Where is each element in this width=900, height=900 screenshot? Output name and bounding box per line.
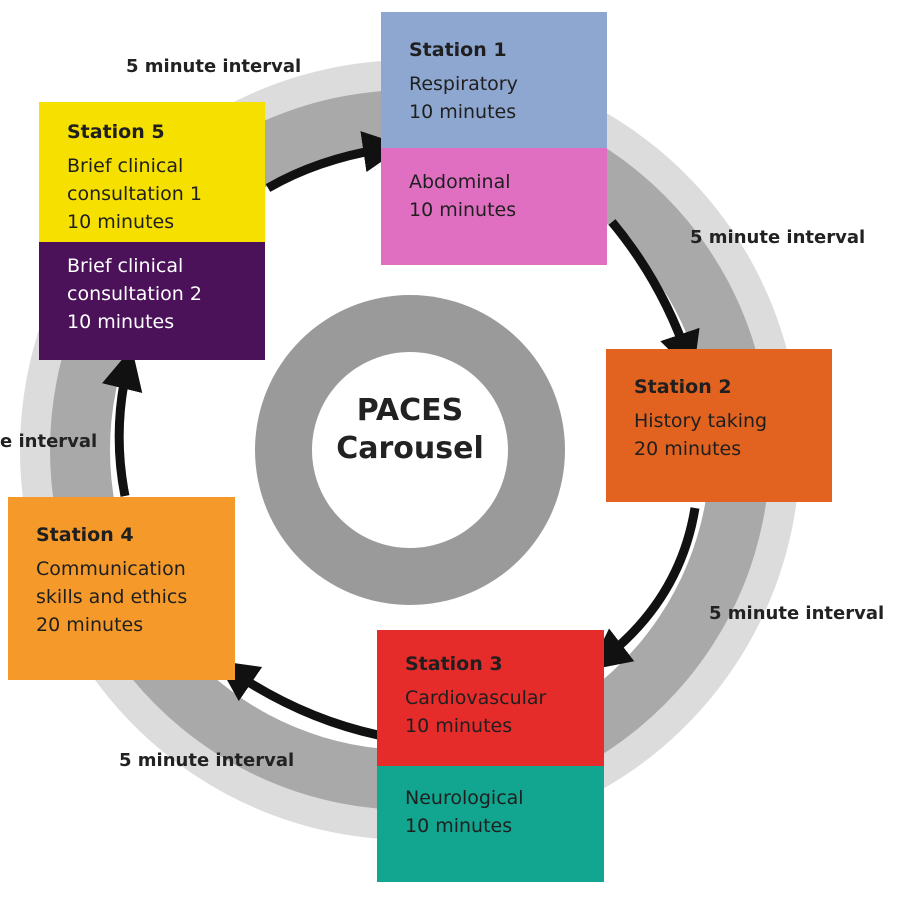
station-5-line-1: Brief clinical <box>67 155 184 177</box>
station-5-line-2: consultation 1 <box>67 183 202 205</box>
station-3-neurological-box: Neurological 10 minutes <box>377 766 604 882</box>
station-2-line-1: History taking <box>634 410 768 432</box>
interval-label-top: 5 minute interval <box>126 56 302 77</box>
station-1-line-2: 10 minutes <box>409 101 517 123</box>
station-5-consultation-2-box: Brief clinical consultation 2 10 minutes <box>39 242 265 360</box>
arrow-5-to-1 <box>265 131 405 192</box>
station-3b-line-1: Neurological <box>405 787 524 809</box>
station-1-title: Station 1 <box>409 39 507 61</box>
station-2-line-2: 20 minutes <box>634 438 742 460</box>
station-5b-line-3: 10 minutes <box>67 311 175 333</box>
station-5-consultation-1-box: Station 5 Brief clinical consultation 1 … <box>39 102 265 242</box>
station-1-line-1: Respiratory <box>409 73 518 95</box>
station-3-title: Station 3 <box>405 653 503 675</box>
station-3-line-1: Cardiovascular <box>405 687 547 709</box>
arrow-3-to-4 <box>216 660 379 740</box>
station-5b-line-2: consultation 2 <box>67 283 202 305</box>
station-4-title: Station 4 <box>36 524 134 546</box>
station-4-communication-box: Station 4 Communication skills and ethic… <box>8 497 235 680</box>
arrow-2-to-3 <box>588 507 700 671</box>
interval-label-right-upper: 5 minute interval <box>690 227 866 248</box>
inner-ring-center <box>312 352 508 548</box>
station-3b-line-2: 10 minutes <box>405 815 513 837</box>
station-5-line-3: 10 minutes <box>67 211 175 233</box>
station-2-history-box: Station 2 History taking 20 minutes <box>606 349 832 502</box>
arrow-4-to-5 <box>102 347 143 497</box>
station-3-cardiovascular-box: Station 3 Cardiovascular 10 minutes <box>377 630 604 766</box>
interval-label-bottom: 5 minute interval <box>119 750 295 771</box>
center-title-line1: PACES <box>356 393 464 428</box>
station-5-title: Station 5 <box>67 121 165 143</box>
center-title-line2: Carousel <box>336 431 484 466</box>
station-2-title: Station 2 <box>634 376 732 398</box>
arrow-1-to-2 <box>608 219 700 374</box>
station-1b-line-1: Abdominal <box>409 171 511 193</box>
center-title: PACES Carousel <box>305 392 515 468</box>
station-3-line-2: 10 minutes <box>405 715 513 737</box>
interval-label-left: e interval <box>0 431 98 452</box>
station-4-line-1: Communication <box>36 558 186 580</box>
station-4-line-2: skills and ethics <box>36 586 188 608</box>
interval-label-right-lower: 5 minute interval <box>709 603 885 624</box>
station-1-abdominal-box: Abdominal 10 minutes <box>381 148 607 265</box>
station-4-line-3: 20 minutes <box>36 614 144 636</box>
station-5b-line-1: Brief clinical <box>67 255 184 277</box>
station-1b-line-2: 10 minutes <box>409 199 517 221</box>
station-1-respiratory-box: Station 1 Respiratory 10 minutes <box>381 12 607 148</box>
